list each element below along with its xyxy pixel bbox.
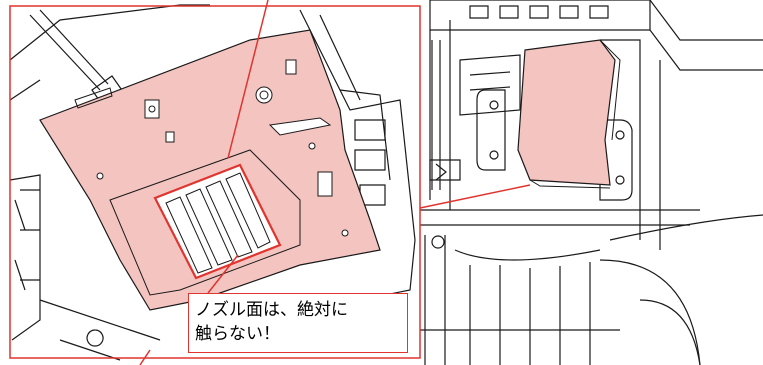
print-head-highlight-right — [517, 39, 621, 189]
zoom-frame — [9, 5, 421, 359]
magnify-frame — [9, 0, 531, 365]
print-head-highlight-left — [39, 29, 381, 311]
leader-line-callout — [207, 254, 239, 294]
printer-unit-left-detail — [9, 4, 416, 361]
leader-line-top — [227, 0, 269, 159]
callout-line-1: ノズル面は、絶対に — [195, 300, 348, 320]
callout-line-2: 触らない！ — [195, 324, 280, 344]
warning-callout: ノズル面は、絶対に 触らない！ — [188, 293, 408, 353]
leader-line-bottom — [139, 349, 151, 365]
nozzle-surface — [153, 163, 282, 280]
printer-carriage-right — [420, 0, 763, 365]
zoom-leader-line — [419, 184, 531, 209]
